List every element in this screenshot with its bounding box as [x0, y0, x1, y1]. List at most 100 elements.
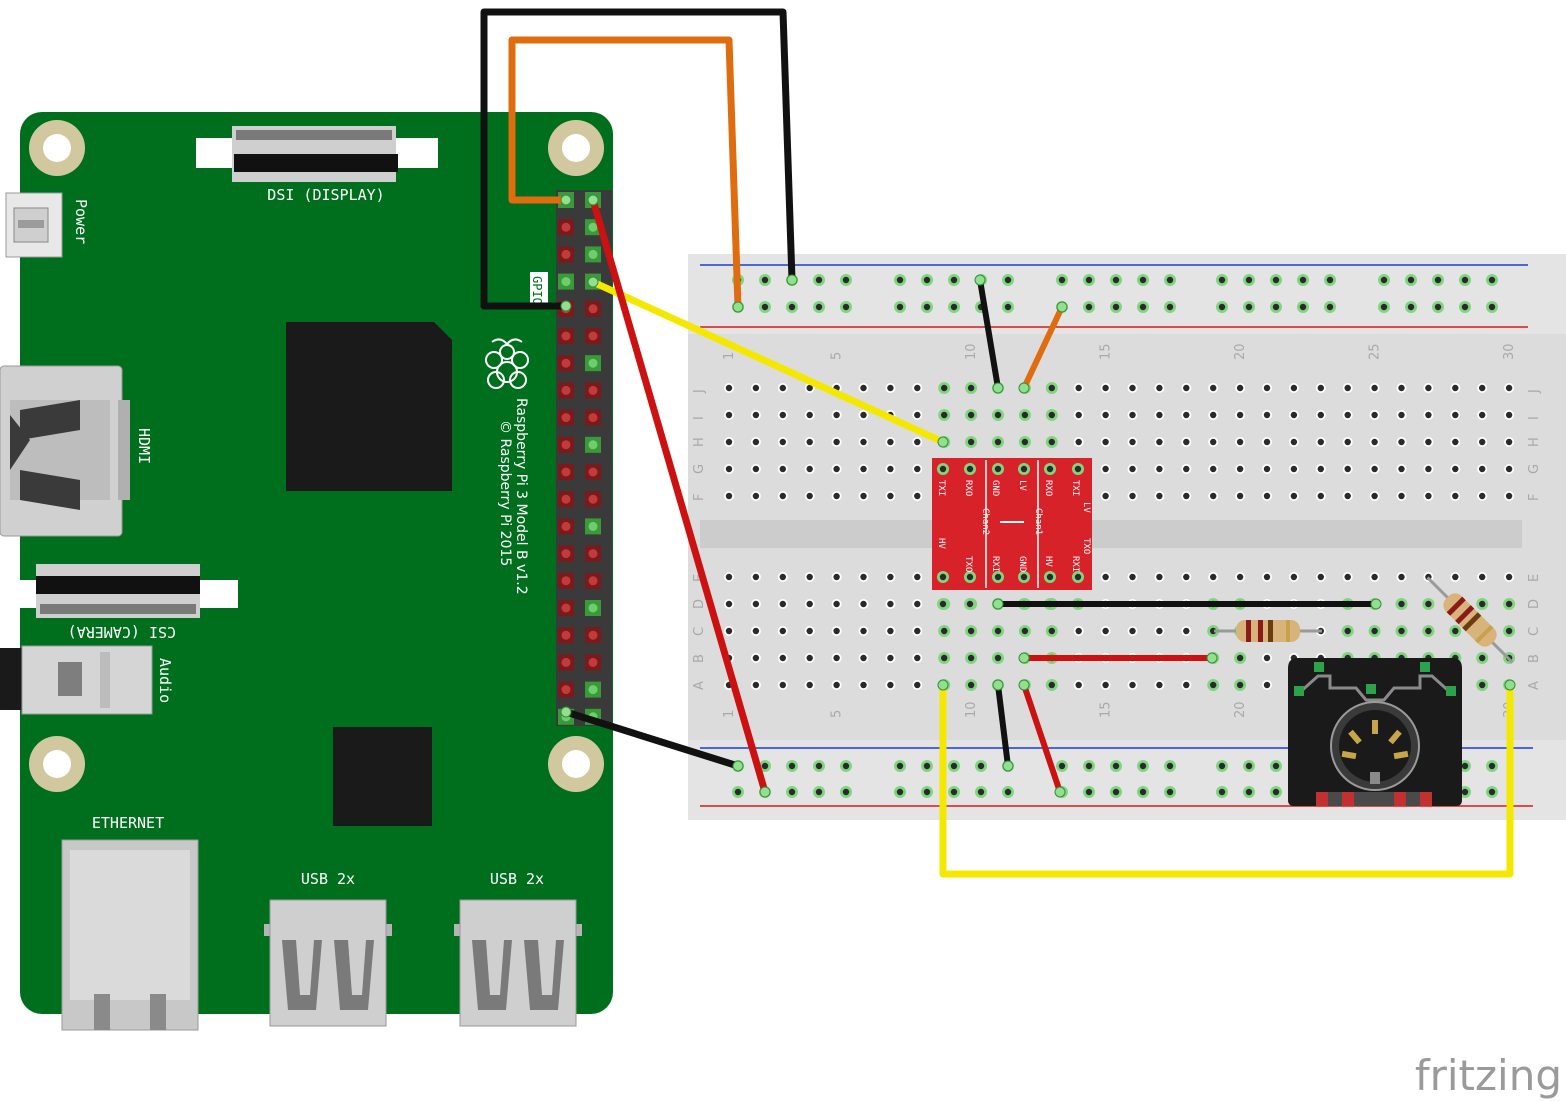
level-shifter-pcb: [932, 458, 1092, 590]
wire-endpoint: [992, 679, 1004, 691]
raspberry-pi-board: Power DSI (DISPLAY) HDMI CSI: [0, 112, 613, 1031]
ethernet-label: ETHERNET: [92, 814, 164, 832]
mounting-holes: [29, 120, 604, 792]
level-shifter-pin-label: RXI: [990, 556, 1000, 572]
wire-endpoint: [992, 382, 1004, 394]
dsi-label: DSI (DISPLAY): [267, 186, 384, 204]
row-letter: D: [692, 599, 707, 609]
midi-din-jack: [1288, 658, 1462, 806]
column-number: 5: [830, 710, 845, 718]
din-shield-pads: [1294, 662, 1456, 696]
usb-port-2: [454, 899, 582, 1027]
top-power-rail: [688, 254, 1566, 334]
level-shifter-pin-label: LV: [1081, 502, 1091, 513]
copyright-label: © Raspberry Pi 2015: [497, 420, 513, 566]
row-letter: E: [1527, 574, 1542, 582]
level-shifter-pin-label: RXO: [1043, 480, 1053, 496]
wire-endpoint: [587, 276, 599, 288]
row-letter: C: [692, 627, 707, 636]
usb-label-1: USB 2x: [301, 870, 355, 888]
row-letter: B: [692, 654, 707, 663]
din-pins: [1341, 720, 1409, 760]
usb-label-2: USB 2x: [490, 870, 544, 888]
column-number: 1: [722, 352, 737, 360]
red-wire-5v[interactable]: [589, 196, 769, 796]
level-shifter-pin-label: LV: [1017, 480, 1027, 491]
level-shifter-pin-label: TXO: [1081, 538, 1091, 554]
level-shifter-pin-label: HV: [1043, 556, 1053, 567]
row-letter: H: [692, 437, 707, 447]
yellow-wire-midi[interactable]: [939, 681, 1514, 878]
wires: [480, 8, 1516, 878]
level-shifter-pin-label: RXO: [963, 480, 973, 496]
row-letter: H: [1527, 437, 1542, 447]
usb-port-1: [264, 899, 392, 1027]
row-letter: G: [692, 464, 707, 474]
wire-endpoint: [937, 436, 949, 448]
black-wire-ls-gnd-top[interactable]: [977, 277, 1001, 391]
fritzing-watermark: fritzing: [1415, 1051, 1562, 1100]
wire-endpoint: [1206, 652, 1218, 664]
level-shifter-pin-label: RXI: [1070, 556, 1080, 572]
wire-endpoints: [560, 194, 1516, 798]
wire-endpoint: [560, 706, 572, 718]
row-letter: G: [1527, 464, 1542, 474]
level-shifter-pin-label: TXI: [1070, 480, 1080, 496]
wire-endpoint: [1018, 652, 1030, 664]
column-number: 5: [830, 352, 845, 360]
model-label: Raspberry Pi 3 Model B v1.2: [513, 398, 529, 595]
lan-chip: [333, 727, 432, 826]
column-number: 10: [964, 343, 979, 360]
row-letter: I: [692, 416, 707, 420]
wire-endpoint: [974, 274, 986, 286]
power-label: Power: [72, 199, 90, 244]
resistor-horizontal: [1214, 620, 1322, 642]
row-letter: F: [1527, 494, 1542, 501]
row-letter: B: [1527, 654, 1542, 663]
din-solder-pads: [1316, 792, 1432, 806]
row-letter: I: [1527, 416, 1542, 420]
row-letter: J: [692, 389, 707, 394]
hdmi-label: HDMI: [135, 428, 153, 464]
row-letter: J: [1527, 389, 1542, 394]
resistor-diagonal: [1426, 576, 1514, 664]
black-wire-gnd-bottom[interactable]: [562, 708, 742, 770]
wire-endpoint: [560, 194, 572, 206]
orange-wire-ls-lv[interactable]: [1021, 304, 1065, 391]
orange-wire-3v3[interactable]: [508, 36, 742, 311]
pi-pcb: [20, 112, 613, 1014]
csi-connector: [18, 564, 238, 618]
level-shifter-pin-label: GND: [990, 480, 1000, 496]
yellow-wire-tx[interactable]: [589, 278, 947, 446]
row-letter: A: [1527, 681, 1542, 690]
wire-endpoint: [937, 679, 949, 691]
wire-endpoint: [1370, 598, 1382, 610]
black-wire-gnd-top[interactable]: [480, 8, 796, 310]
micro-usb-power-port: [5, 192, 63, 258]
chan2-label: Chan2: [980, 508, 990, 535]
gpio-header: [556, 190, 612, 726]
column-number: 30: [1502, 343, 1517, 360]
level-shifter-pin-label: HV: [936, 538, 946, 549]
chan1-label: Chan1: [1033, 508, 1043, 535]
wire-endpoint: [1002, 760, 1014, 772]
red-wire-ls-hv-rail[interactable]: [1021, 682, 1063, 795]
wire-endpoint: [587, 194, 599, 206]
wire-endpoint: [992, 598, 1004, 610]
black-wire-ls-gnd-rail[interactable]: [995, 682, 1011, 769]
column-number: 1: [722, 710, 737, 718]
column-number: 25: [1368, 343, 1383, 360]
level-shifter-pin-label: TXO: [963, 556, 973, 572]
column-number: 20: [1233, 701, 1248, 718]
level-shifter-pin-label: TXI: [936, 480, 946, 496]
wire-endpoint: [759, 786, 771, 798]
wire-endpoint: [560, 300, 572, 312]
dsi-connector: [196, 126, 438, 182]
level-shifter-pin-label: GND: [1017, 556, 1027, 572]
column-number: 20: [1233, 343, 1248, 360]
wire-endpoint: [1504, 679, 1516, 691]
row-letter: D: [1527, 599, 1542, 609]
